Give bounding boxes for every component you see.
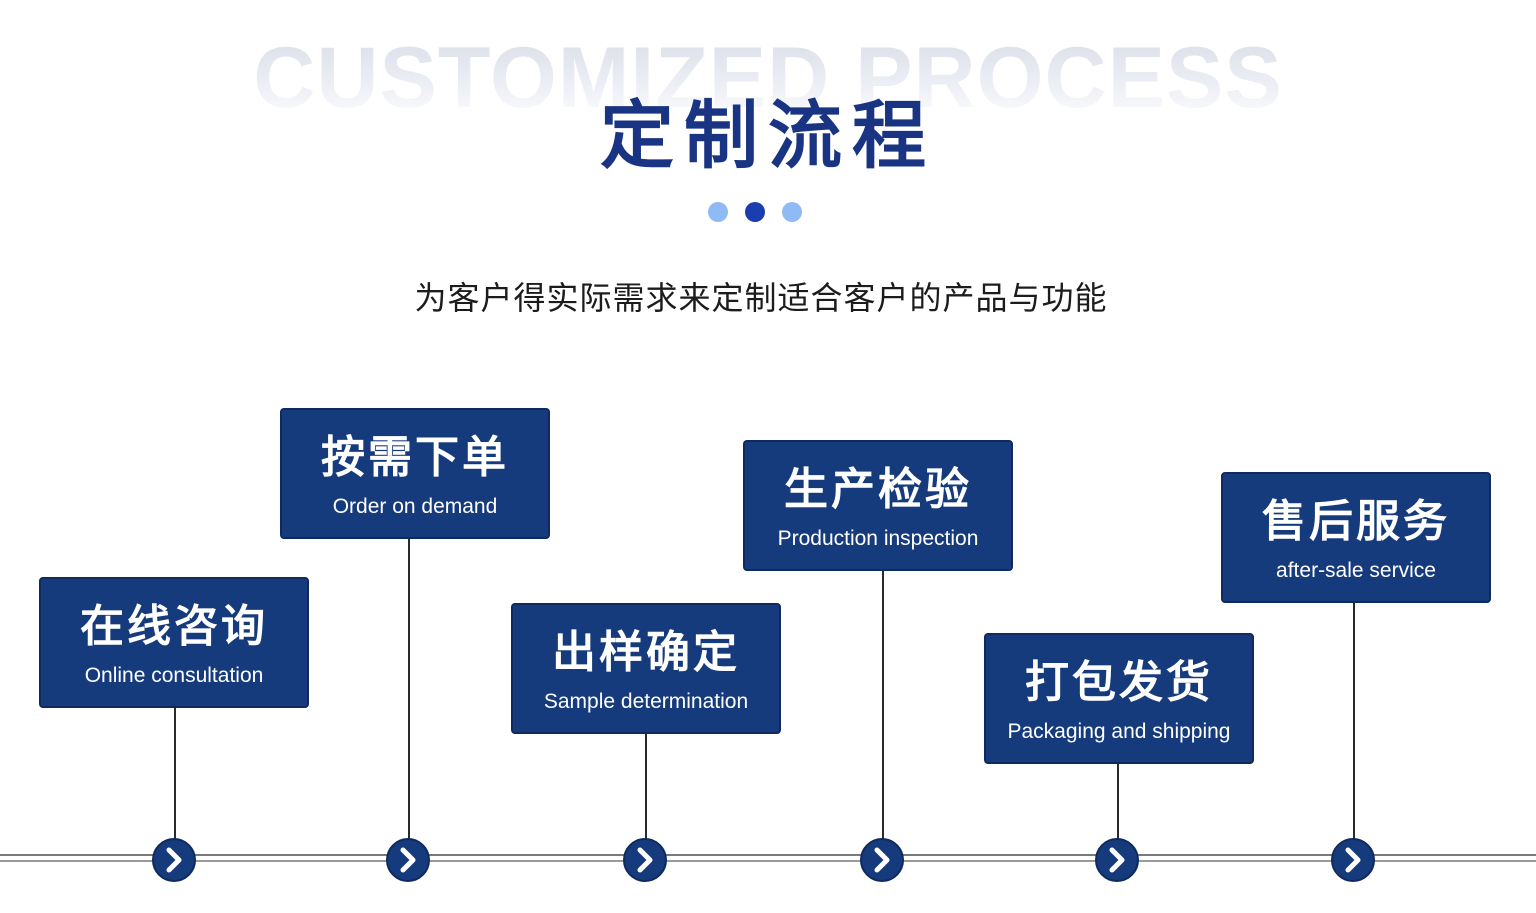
step-title-cn: 出样确定 — [552, 627, 740, 678]
page-title: 定制流程 — [600, 93, 936, 179]
step-box-after-sale-service: 售后服务 after-sale service — [1221, 472, 1491, 603]
step-box-production-inspection: 生产检验 Production inspection — [743, 440, 1013, 571]
dot-icon — [745, 202, 765, 222]
step-title-en: Production inspection — [777, 527, 979, 550]
step-connector — [174, 708, 176, 840]
step-connector — [408, 539, 410, 840]
step-box-order-on-demand: 按需下单 Order on demand — [280, 408, 550, 539]
timeline-axis — [0, 854, 1536, 864]
page-subtitle: 为客户得实际需求来定制适合客户的产品与功能 — [414, 279, 1108, 317]
step-title-en: after-sale service — [1276, 559, 1436, 582]
step-box-sample-determination: 出样确定 Sample determination — [511, 603, 781, 734]
step-connector — [882, 571, 884, 840]
step-title-en: Online consultation — [84, 664, 264, 687]
step-title-cn: 打包发货 — [1025, 657, 1213, 708]
step-connector — [645, 734, 647, 840]
decorative-dots — [708, 202, 804, 222]
step-title-en: Packaging and shipping — [1007, 720, 1231, 743]
chevron-right-icon — [386, 838, 430, 882]
step-box-packaging-and-shipping: 打包发货 Packaging and shipping — [984, 633, 1254, 764]
chevron-right-icon — [623, 838, 667, 882]
chevron-right-icon — [860, 838, 904, 882]
chevron-right-icon — [1095, 838, 1139, 882]
background-title: CUSTOMIZED PROCESS — [0, 28, 1536, 128]
dot-icon — [782, 202, 802, 222]
step-title-cn: 生产检验 — [784, 464, 972, 515]
step-title-en: Order on demand — [332, 495, 498, 518]
step-connector — [1353, 603, 1355, 840]
step-title-en: Sample determination — [543, 690, 749, 713]
step-box-online-consultation: 在线咨询 Online consultation — [39, 577, 309, 708]
step-connector — [1117, 764, 1119, 840]
chevron-right-icon — [152, 838, 196, 882]
step-title-cn: 售后服务 — [1262, 496, 1450, 547]
step-title-cn: 在线咨询 — [80, 601, 268, 652]
step-title-cn: 按需下单 — [321, 432, 509, 483]
dot-icon — [708, 202, 728, 222]
chevron-right-icon — [1331, 838, 1375, 882]
